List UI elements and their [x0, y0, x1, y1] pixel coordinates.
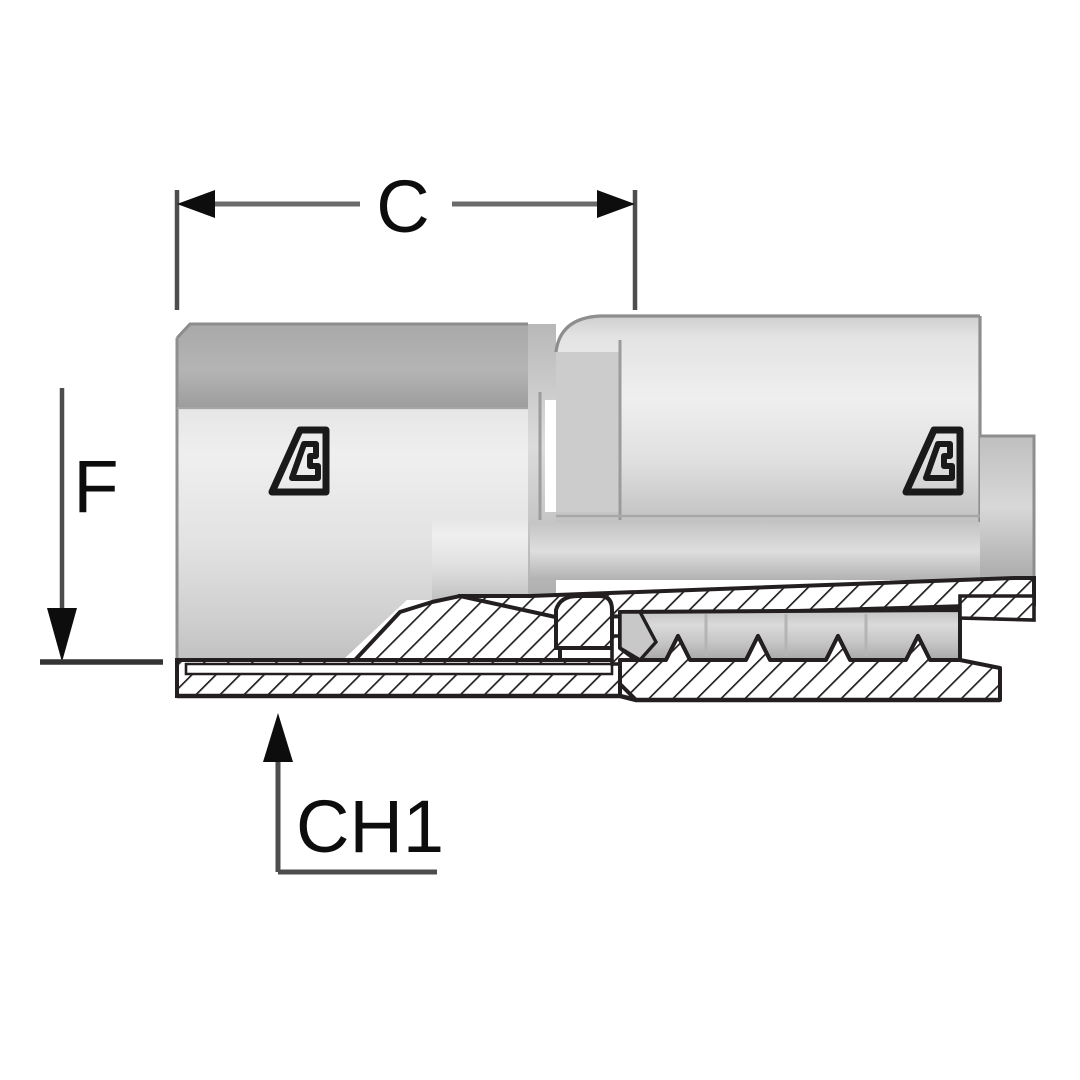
dimension-ch1-label: CH1: [296, 785, 444, 868]
dimension-ch1: CH1: [263, 713, 444, 875]
ferrule-tail-outline: [980, 434, 1036, 578]
dimension-ch1-arrow-up: [263, 713, 293, 762]
stem-sheen-lines: [704, 614, 868, 656]
ferrule-shoulder: [530, 522, 1014, 580]
nut-body: [177, 408, 528, 672]
dimension-c-arrow-right: [597, 190, 635, 218]
ferrule-sleeve: [556, 316, 980, 522]
nut-top-outline: [175, 322, 528, 340]
stem-lead-in: [618, 610, 659, 663]
nut-top-face: [177, 324, 528, 408]
section-seal-pocket: [554, 594, 614, 650]
ferrule-collar: [556, 352, 620, 512]
nut-body-lower: [432, 520, 528, 602]
dimension-c-arrow-left: [177, 190, 215, 218]
dimension-f-arrow-down: [47, 608, 77, 662]
section-outer-bottom-contour: [177, 693, 1000, 703]
dimension-c: C: [174, 165, 638, 310]
ferrule-tail-nub: [980, 436, 1034, 578]
section-right-step: [958, 594, 1036, 622]
gates-logo-left: [268, 426, 330, 496]
section-lower-wall: [618, 634, 1002, 702]
dimension-f-label: F: [73, 445, 118, 528]
dimension-c-label: C: [376, 165, 429, 248]
gates-logo-right: [902, 426, 964, 496]
ferrule-top-outline: [554, 314, 980, 353]
section-bottom-plate-gap: [184, 662, 614, 676]
dimension-f: F: [40, 388, 163, 665]
